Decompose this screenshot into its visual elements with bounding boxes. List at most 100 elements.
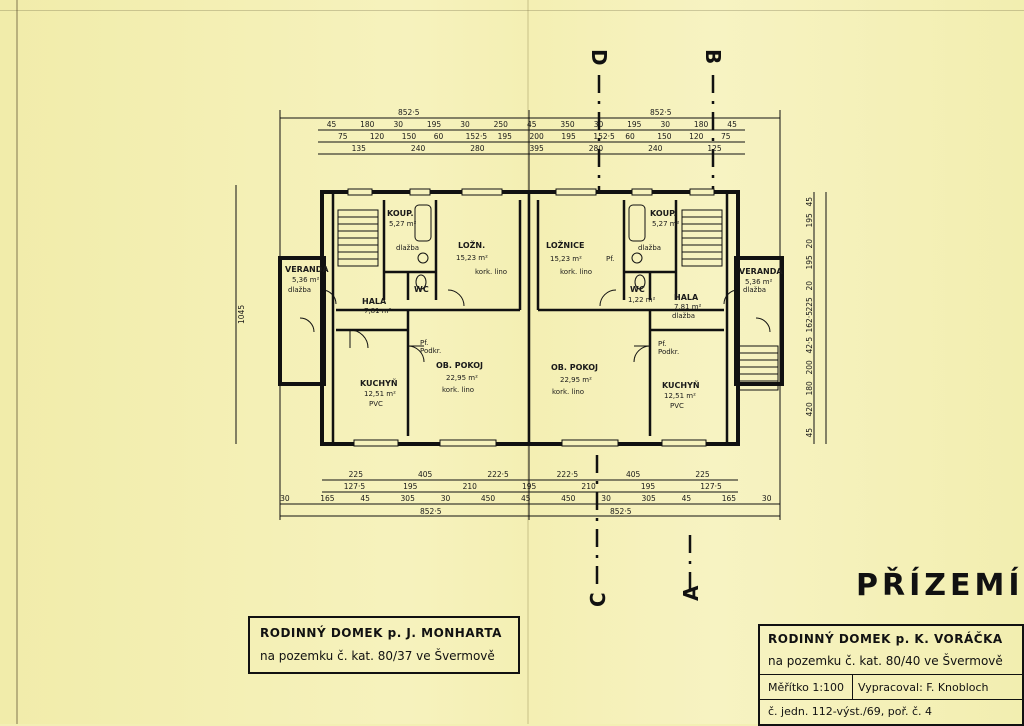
top-row2-label: 150 (402, 132, 417, 141)
room-pf-right: Pf. (658, 340, 666, 348)
page-title: PŘÍZEMÍ (856, 568, 1024, 603)
bot-row3-label: 165 (722, 494, 737, 503)
room-hala-right: HALA (674, 293, 699, 302)
room-koupelna-right-area: 5,27 m² (652, 220, 680, 228)
right-col-label: 45 (805, 428, 814, 438)
room-loznice-left: LOŽN. (458, 239, 485, 250)
top-row3-label: 280 (589, 144, 604, 153)
right-col-label: 200 (805, 360, 814, 375)
room-kuchyn-right-area: 12,51 m² (664, 392, 696, 400)
top-row3-label: 135 (352, 144, 367, 153)
right-col-label: 195 (805, 255, 814, 270)
top-row1-label: 30 (594, 120, 604, 129)
top-row3-label: 395 (530, 144, 545, 153)
bot-row1-label: 225 (349, 470, 364, 479)
room-koupelna-left-area: 5,27 m² (389, 220, 417, 228)
room-koupelna-left: KOUP. (387, 209, 414, 218)
room-wc-left: WC (414, 285, 429, 294)
bot-row3-label: 450 (481, 494, 496, 503)
top-row2-label: 75 (338, 132, 348, 141)
right-col-label: 195 (805, 213, 814, 228)
top-row3-label: 125 (707, 144, 722, 153)
dim-row-top-3: 135 240 280 395 280 240 125 (352, 144, 722, 153)
top-row2-label: 75 (721, 132, 731, 141)
dim-total-top-right: 852·5 (650, 108, 672, 117)
room-obpokoj-left-floor: kork. lino (442, 386, 474, 394)
bot-row3-label: 30 (441, 494, 451, 503)
axis-label-a: A (679, 585, 703, 601)
top-row1-label: 180 (694, 120, 709, 129)
bot-row2-label: 195 (522, 482, 537, 491)
top-row2-label: 195 (498, 132, 513, 141)
right-col-label: 225 (805, 297, 814, 312)
room-obpokoj-right-floor: kork. lino (552, 388, 584, 396)
bot-row1-label: 222·5 (487, 470, 509, 479)
room-loznice-right-area: 15,23 m² (550, 255, 582, 263)
bot-row3-label: 305 (401, 494, 416, 503)
bot-row3-label: 450 (561, 494, 576, 503)
title-block-right-sep2 (760, 699, 1022, 700)
room-obpokoj-right-area: 22,95 m² (560, 376, 592, 384)
bot-row1-label: 225 (695, 470, 710, 479)
room-kuchyn-right-floor: PVC (670, 402, 684, 410)
room-wc-right-area: 1,22 m² (628, 296, 656, 304)
room-hala-right-area: 7,81 m² (674, 303, 702, 311)
room-loznice-left-area: 15,23 m² (456, 254, 488, 262)
bot-row2-label: 127·5 (344, 482, 366, 491)
top-row2-label: 152·5 (466, 132, 488, 141)
top-row2-label: 195 (561, 132, 576, 141)
room-kuchyn-left-area: 12,51 m² (364, 390, 396, 398)
room-hala-left: HALA (362, 297, 387, 306)
bot-row3-label: 45 (682, 494, 692, 503)
room-koupelna-right-floor: dlažba (638, 244, 661, 252)
top-row1-label: 250 (494, 120, 509, 129)
bot-row2-label: 210 (463, 482, 478, 491)
bot-row2-label: 195 (403, 482, 418, 491)
title-block-right-line2: na pozemku č. kat. 80/40 ve Švermově (768, 654, 1003, 668)
dim-height-left: 1045 (237, 305, 246, 324)
bot-row2-label: 127·5 (700, 482, 722, 491)
bot-row2-label: 195 (641, 482, 656, 491)
top-row1-label: 30 (393, 120, 403, 129)
room-wc-right: WC (630, 285, 645, 294)
top-row3-label: 280 (470, 144, 485, 153)
right-col-label: 162·5 (805, 311, 814, 333)
dim-total-bottom-right: 852·5 (610, 507, 632, 516)
title-block-right-ref: č. jedn. 112-výst./69, poř. č. 4 (768, 705, 932, 718)
title-block-right-line1: RODINNÝ DOMEK p. K. VORÁČKA (768, 632, 1003, 646)
room-pf-right-top: Pf. (606, 255, 614, 263)
bot-row1-label: 405 (626, 470, 641, 479)
bot-row1-label: 405 (418, 470, 433, 479)
room-podkr-right: Podkr. (658, 348, 679, 356)
right-col-label: 180 (805, 381, 814, 396)
room-pf-left: Pf. (420, 339, 428, 347)
bot-row3-label: 165 (320, 494, 335, 503)
room-obpokoj-right: OB. POKOJ (551, 363, 598, 372)
title-block-right-scale: Měřítko 1:100 (768, 681, 845, 694)
bot-row3-label: 45 (521, 494, 531, 503)
top-row2-label: 60 (434, 132, 444, 141)
room-veranda-left-area: 5,36 m² (292, 276, 320, 284)
title-block-left-line2: na pozemku č. kat. 80/37 ve Švermově (260, 649, 495, 663)
right-col-label: 20 (805, 239, 814, 249)
top-row1-label: 350 (560, 120, 575, 129)
room-kuchyn-left-floor: PVC (369, 400, 383, 408)
room-podkr-left: Podkr. (420, 347, 441, 355)
top-row2-label: 150 (657, 132, 672, 141)
right-col-label: 45 (805, 197, 814, 207)
dim-total-top-left: 852·5 (398, 108, 420, 117)
top-row3-label: 240 (411, 144, 426, 153)
right-col-label: 20 (805, 281, 814, 291)
title-block-right-vsep (852, 674, 853, 699)
top-row2-label: 60 (625, 132, 635, 141)
room-loznice-left-floor: kork. lino (475, 268, 507, 276)
top-row3-label: 240 (648, 144, 663, 153)
room-loznice-right: LOŽNICE (546, 239, 584, 250)
room-obpokoj-left-area: 22,95 m² (446, 374, 478, 382)
bot-row3-label: 30 (762, 494, 772, 503)
room-hala-right-floor: dlažba (672, 312, 695, 320)
